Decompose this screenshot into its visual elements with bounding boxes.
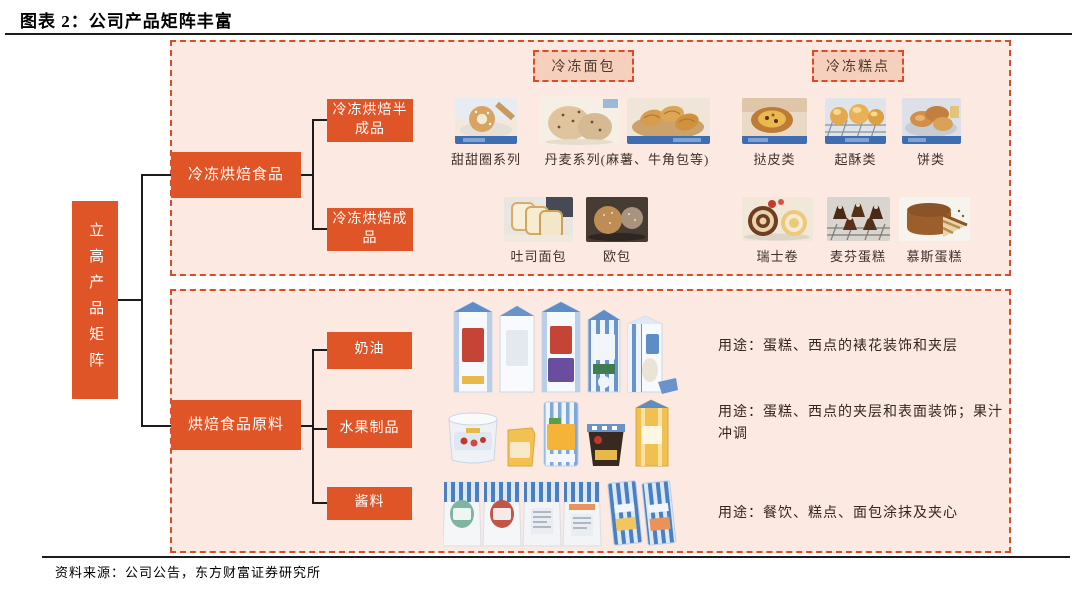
toast-label: 吐司面包: [510, 249, 567, 264]
usage-cream: 用途：蛋糕、西点的裱花装饰和夹层: [718, 339, 958, 354]
connector-top-subtrunk: [312, 119, 314, 230]
connector-root: [117, 299, 143, 301]
puff-pastry-photo: [825, 98, 886, 144]
danish-label: 丹麦系列(麻薯、牛角包等): [544, 152, 710, 167]
node-cream: 奶油: [327, 332, 412, 369]
muffin-label: 麦芬蛋糕: [829, 249, 886, 264]
connector-to-fruit: [312, 428, 328, 430]
header-frozen-bread: 冷冻面包: [533, 50, 634, 82]
node-semi-finished: 冷冻烘焙半成品: [327, 99, 413, 142]
egg-tart-photo: [742, 98, 807, 144]
cream-products-photo: [452, 298, 678, 394]
swiss-roll-photo: [742, 197, 813, 241]
toast-photo: [504, 197, 573, 242]
node-finished: 冷冻烘焙成品: [327, 208, 413, 251]
euro-label: 欧包: [602, 249, 631, 264]
fruit-products-photo: [446, 398, 676, 468]
euro-bread-photo: [586, 197, 648, 242]
connector-trunk: [141, 174, 143, 427]
node-frozen-bakery: 冷冻烘焙食品: [171, 152, 301, 198]
muffin-photo: [827, 197, 890, 241]
connector-to-ingredients: [141, 425, 172, 427]
pie-photo: [902, 98, 961, 144]
root-node: 立高产品矩阵: [72, 201, 118, 399]
node-ingredients: 烘焙食品原料: [171, 400, 301, 450]
sauce-products-photo: [443, 478, 677, 550]
node-fruit: 水果制品: [327, 410, 412, 448]
usage-fruit: 用途：蛋糕、西点的夹层和表面装饰；果汁冲调: [718, 405, 1003, 443]
connector-ingredients-out: [300, 425, 314, 427]
mousse-label: 慕斯蛋糕: [906, 249, 963, 264]
connector-to-semi: [312, 119, 328, 121]
source-note: 资料来源：公司公告，东方财富证券研究所: [55, 565, 322, 580]
mochi-bread-photo: [539, 97, 620, 145]
croissant-photo: [627, 98, 710, 144]
title-rule: [5, 33, 1072, 35]
mousse-cake-photo: [899, 197, 970, 241]
figure-title: 图表 2：公司产品矩阵丰富: [20, 12, 233, 31]
puff-label: 起酥类: [834, 152, 877, 167]
swiss-label: 瑞士卷: [756, 249, 799, 264]
donut-label: 甜甜圈系列: [450, 152, 521, 167]
connector-bottom-subtrunk: [312, 349, 314, 504]
donut-photo: [455, 98, 517, 144]
node-sauce: 酱料: [327, 487, 412, 520]
usage-sauce: 用途：餐饮、糕点、面包涂抹及夹心: [718, 506, 958, 521]
source-rule: [42, 556, 1070, 558]
connector-to-frozen: [141, 174, 172, 176]
connector-to-finished: [312, 228, 328, 230]
connector-to-cream: [312, 349, 328, 351]
connector-frozen-out: [300, 174, 314, 176]
bing-label: 饼类: [916, 152, 945, 167]
connector-to-sauce: [312, 502, 328, 504]
tart-label: 挞皮类: [753, 152, 796, 167]
header-frozen-pastry: 冷冻糕点: [812, 50, 904, 82]
